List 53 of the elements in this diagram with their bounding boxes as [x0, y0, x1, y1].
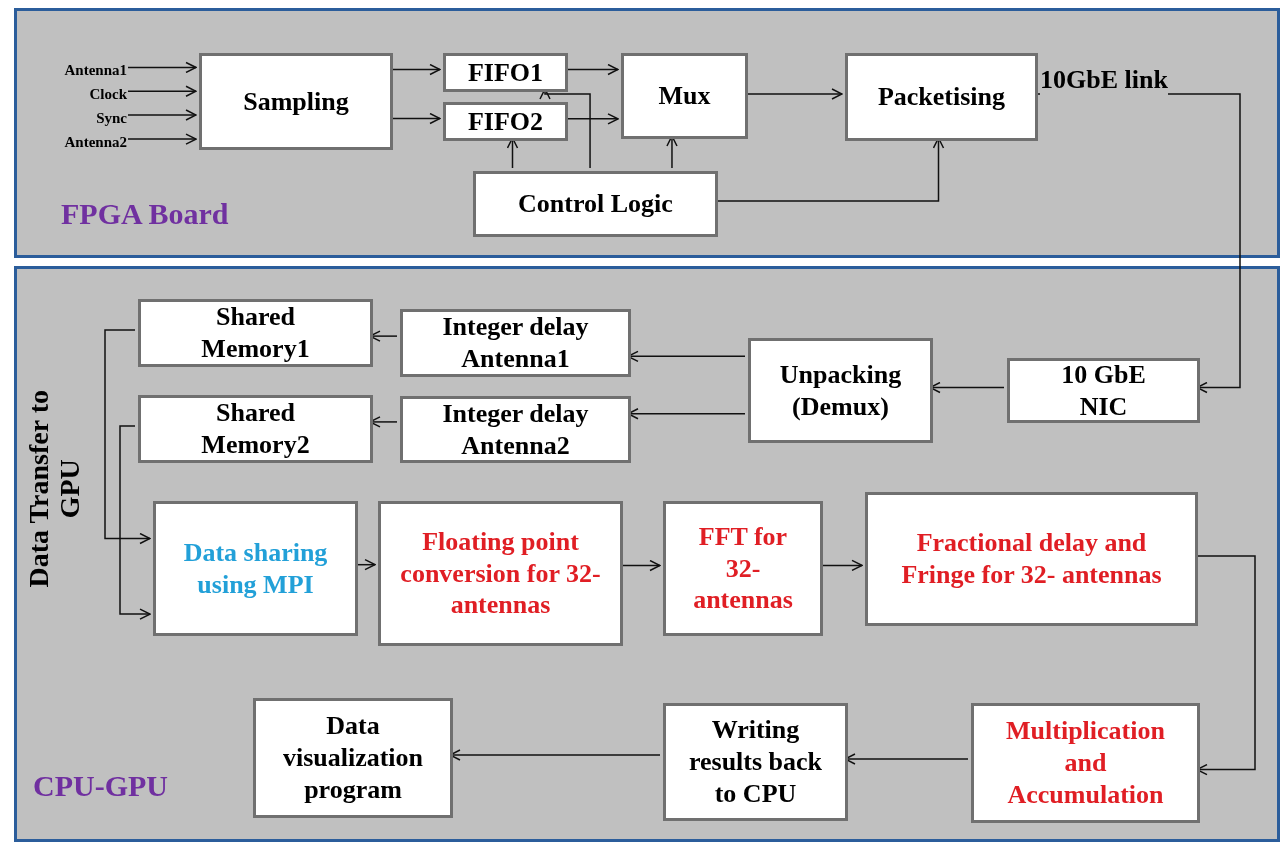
- box-text: FIFO1: [467, 56, 544, 89]
- box-text: Multiplication and Accumulation: [1005, 715, 1166, 811]
- signal-label: Sync: [37, 108, 131, 128]
- box-text: Writing results back to CPU: [687, 714, 824, 810]
- box-text: Data sharing using MPI: [182, 536, 329, 601]
- box-text: Shared Memory2: [200, 397, 311, 461]
- signal-label: Antenna2: [37, 132, 131, 152]
- process-box: [663, 703, 848, 821]
- arrow: [127, 109, 197, 121]
- arrow: [104, 329, 151, 545]
- box-text: Integer delay Antenna2: [441, 397, 590, 462]
- box-text: Data visualization program: [281, 710, 425, 806]
- box-text: Packetising: [877, 81, 1006, 113]
- process-box: [971, 703, 1200, 823]
- process-box: [865, 492, 1198, 626]
- signal-label: Antenna1: [37, 60, 131, 80]
- box-text: Integer delay Antenna1: [441, 311, 590, 375]
- process-box: [153, 501, 358, 636]
- box-text: Sampling: [243, 85, 349, 118]
- panel-title: FPGA Board: [61, 196, 229, 232]
- box-text: Unpacking (Demux): [778, 358, 903, 423]
- process-box: [845, 53, 1038, 141]
- process-box: [621, 53, 748, 139]
- vertical-label: Data Transfer to GPU: [24, 389, 86, 590]
- process-box: [443, 102, 568, 141]
- box-text: Shared Memory1: [200, 301, 311, 365]
- process-box: [400, 309, 631, 377]
- box-text: Floating point conversion for 32-antennas: [399, 525, 602, 622]
- process-box: [253, 698, 453, 818]
- box-text: Mux: [658, 80, 711, 112]
- process-box: [473, 171, 718, 237]
- arrow: [127, 61, 197, 74]
- process-box: [443, 53, 568, 92]
- box-text: Control Logic: [518, 188, 673, 220]
- process-box: [748, 338, 933, 443]
- box-text: FFT for 32- antennas: [692, 520, 794, 617]
- arrow: [127, 85, 197, 97]
- process-box: [400, 396, 631, 463]
- signal-label: Clock: [37, 84, 131, 104]
- process-box: [1007, 358, 1200, 423]
- arrow: [127, 133, 197, 145]
- process-box: [378, 501, 623, 646]
- process-box: [138, 299, 373, 367]
- board-panel: [14, 8, 1280, 258]
- arrow: [119, 425, 151, 620]
- box-text: Fractional delay and Fringe for 32- antennas: [900, 527, 1163, 591]
- box-text: FIFO2: [467, 105, 544, 138]
- process-box: [663, 501, 823, 636]
- process-box: [138, 395, 373, 463]
- process-box: [199, 53, 393, 150]
- board-panel: [14, 266, 1280, 842]
- box-text: 10 GbE NIC: [1060, 358, 1147, 423]
- panel-title: CPU-GPU: [33, 768, 168, 804]
